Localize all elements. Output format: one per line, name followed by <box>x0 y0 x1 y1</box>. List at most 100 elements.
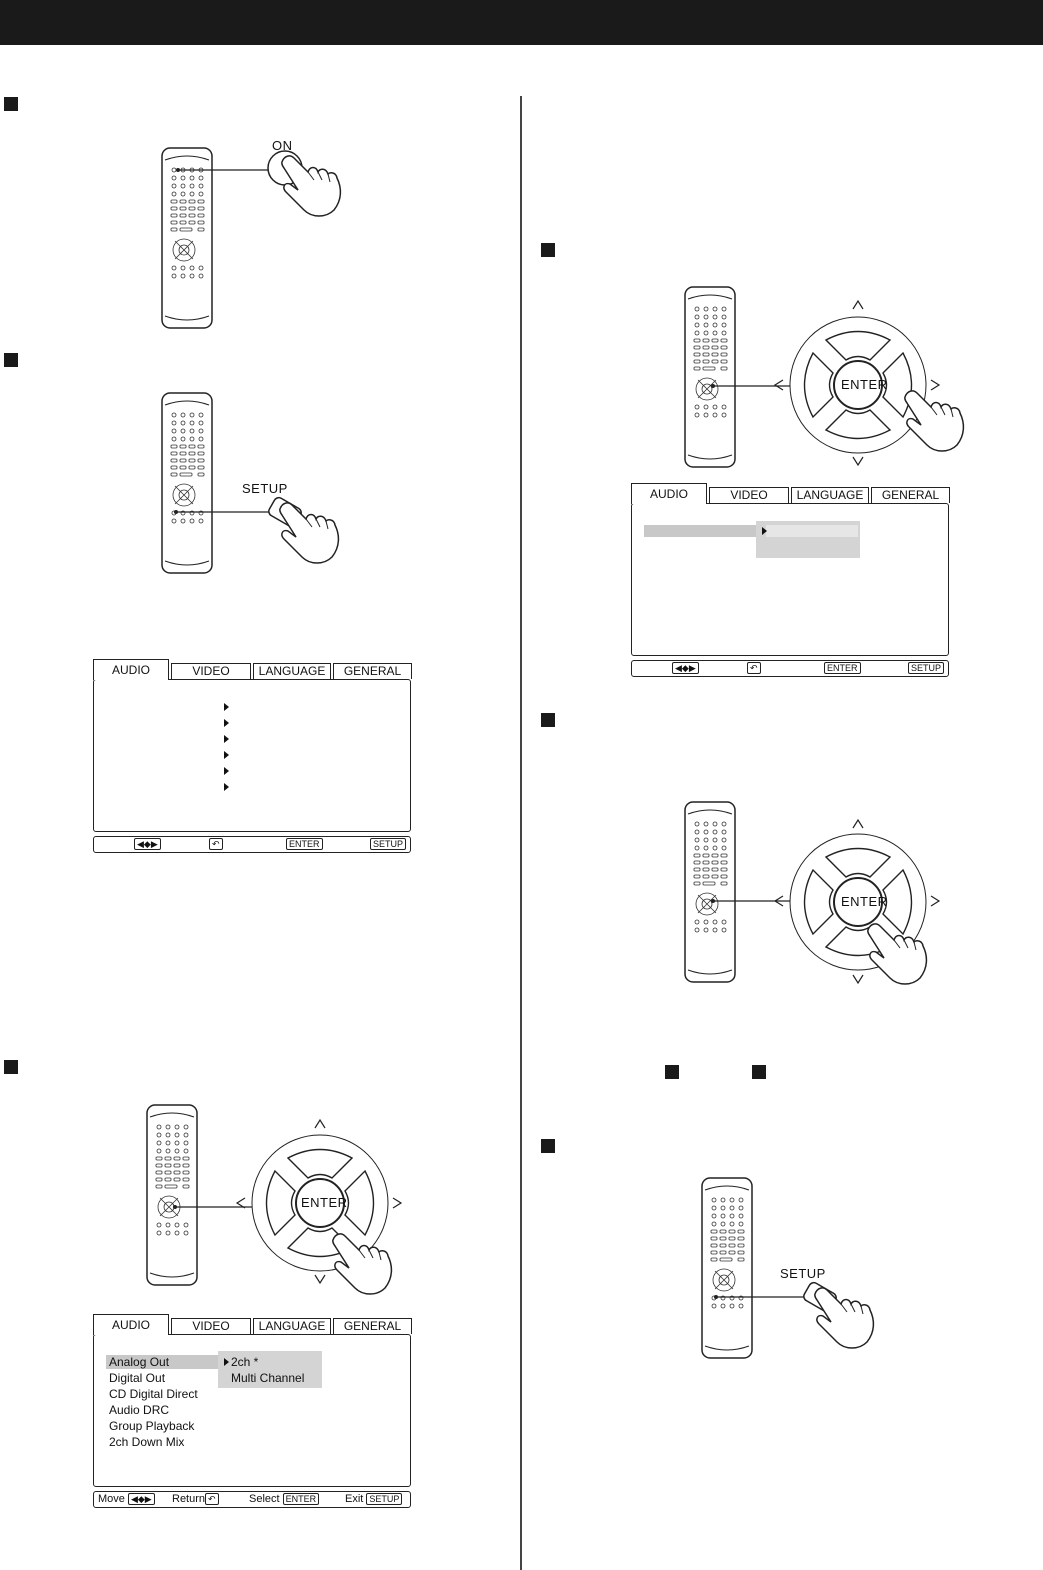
arrow-icon <box>224 703 229 711</box>
step-marker-8 <box>541 1139 555 1153</box>
menu-panel: Analog Out Digital Out CD Digital Direct… <box>93 1334 411 1487</box>
tab-general[interactable]: GENERAL <box>871 487 950 503</box>
right-arrow-icon <box>392 1197 403 1209</box>
header-bar <box>0 0 1043 45</box>
step-marker-5 <box>541 243 555 257</box>
setup-menu-screen-3: AUDIO VIDEO LANGUAGE GENERAL ◀◆▶ ↶ ENTER… <box>631 483 950 679</box>
down-arrow-icon <box>852 974 864 985</box>
submenu-analog-out <box>218 1351 322 1388</box>
step-marker-6 <box>541 713 555 727</box>
move-arrows-icon: ◀◆▶ <box>127 1493 155 1506</box>
footer-return: Return↶ <box>172 1492 219 1507</box>
remote-control-icon <box>684 801 736 983</box>
option-multi-channel[interactable]: Multi Channel <box>231 1371 305 1385</box>
inline-marker-a <box>665 1065 679 1079</box>
remote-control-icon <box>701 1177 753 1359</box>
arrow-icon <box>224 751 229 759</box>
up-arrow-icon <box>314 1118 326 1129</box>
step-marker-2 <box>4 353 18 367</box>
right-arrow-icon <box>930 379 941 391</box>
arrow-icon <box>762 527 767 535</box>
enter-key-icon: ENTER <box>824 661 861 676</box>
inline-marker-b <box>752 1065 766 1079</box>
menu-footer: ◀◆▶ ↶ ENTER SETUP <box>631 660 949 677</box>
arrow-icon <box>224 1358 229 1366</box>
setup-menu-screen-2: AUDIO VIDEO LANGUAGE GENERAL Analog Out … <box>93 1314 412 1510</box>
tab-general[interactable]: GENERAL <box>333 663 412 679</box>
menu-item-2ch-down-mix[interactable]: 2ch Down Mix <box>109 1435 185 1449</box>
return-icon: ↶ <box>209 837 223 852</box>
step-marker-1 <box>4 97 18 111</box>
menu-footer: Move ◀◆▶ Return↶ Select ENTER Exit SETUP <box>93 1491 411 1508</box>
remote-control-icon <box>161 147 213 329</box>
enter-label: ENTER <box>301 1195 348 1210</box>
menu-item-group-playback[interactable]: Group Playback <box>109 1419 195 1433</box>
arrow-icon <box>224 735 229 743</box>
remote-on-figure: ON <box>161 138 342 329</box>
footer-exit: Exit SETUP <box>345 1492 403 1507</box>
footer-move-label: Move <box>98 1493 125 1505</box>
down-arrow-icon <box>852 456 864 467</box>
left-arrow-icon <box>235 1197 246 1209</box>
remote-dpad-down-figure-2: ENTER <box>684 801 941 985</box>
remote-dpad-right-figure: ENTER <box>684 286 965 468</box>
hand-icon <box>814 1287 875 1349</box>
setup-key-icon: SETUP <box>370 837 407 852</box>
remote-dpad-down-figure: ENTER <box>146 1104 403 1295</box>
footer-exit-label: Exit <box>345 1493 364 1505</box>
enter-key-icon: ENTER <box>286 837 323 852</box>
option-2ch[interactable]: 2ch * <box>231 1355 259 1369</box>
menu-item-digital-out[interactable]: Digital Out <box>109 1371 166 1385</box>
menu-item-analog-out[interactable]: Analog Out <box>106 1355 219 1369</box>
menu-item-audio-drc[interactable]: Audio DRC <box>109 1403 170 1417</box>
step-marker-4 <box>4 1060 18 1074</box>
remote-control-icon <box>161 392 213 574</box>
enter-label: ENTER <box>841 377 888 392</box>
remote-setup-figure: SETUP <box>161 392 340 574</box>
column-divider <box>520 96 522 1570</box>
setup-menu-screen-1: AUDIO VIDEO LANGUAGE GENERAL ◀◆▶ ↶ ENTER… <box>93 659 412 855</box>
tab-language[interactable]: LANGUAGE <box>791 487 869 503</box>
footer-return-label: Return <box>172 1493 206 1505</box>
submenu-highlight <box>766 525 858 537</box>
setup-key-icon: SETUP <box>366 1493 403 1506</box>
tab-language[interactable]: LANGUAGE <box>253 1318 331 1334</box>
tab-audio[interactable]: AUDIO <box>93 1314 169 1335</box>
move-arrows-icon: ◀◆▶ <box>672 661 699 676</box>
tab-general[interactable]: GENERAL <box>333 1318 412 1334</box>
tab-audio[interactable]: AUDIO <box>631 483 707 504</box>
up-arrow-icon <box>852 299 864 310</box>
enter-key-icon: ENTER <box>282 1493 320 1506</box>
return-icon: ↶ <box>205 1493 219 1506</box>
setup-label: SETUP <box>242 481 288 496</box>
tab-audio[interactable]: AUDIO <box>93 659 169 680</box>
hand-icon <box>904 390 965 452</box>
setup-label: SETUP <box>780 1266 826 1281</box>
tab-video[interactable]: VIDEO <box>709 487 789 503</box>
arrow-icon <box>224 767 229 775</box>
tab-video[interactable]: VIDEO <box>171 1318 251 1334</box>
footer-move: Move ◀◆▶ <box>98 1492 155 1507</box>
footer-select: Select ENTER <box>249 1492 320 1507</box>
remote-setup-figure-2: SETUP <box>701 1177 875 1359</box>
menu-panel <box>631 503 949 656</box>
menu-panel <box>93 679 411 832</box>
left-arrow-icon <box>773 895 784 907</box>
hand-icon <box>281 155 342 217</box>
remote-control-icon <box>684 286 736 468</box>
menu-item-cd-digital-direct[interactable]: CD Digital Direct <box>109 1387 198 1401</box>
menu-footer: ◀◆▶ ↶ ENTER SETUP <box>93 836 411 853</box>
enter-label: ENTER <box>841 894 888 909</box>
return-icon: ↶ <box>747 661 761 676</box>
down-arrow-icon <box>314 1274 326 1285</box>
on-label: ON <box>272 138 293 153</box>
highlight-bar <box>644 525 757 537</box>
tab-language[interactable]: LANGUAGE <box>253 663 331 679</box>
remote-control-icon <box>146 1104 198 1286</box>
move-arrows-icon: ◀◆▶ <box>134 837 161 852</box>
arrow-icon <box>224 783 229 791</box>
tab-video[interactable]: VIDEO <box>171 663 251 679</box>
setup-key-icon: SETUP <box>908 661 945 676</box>
up-arrow-icon <box>852 818 864 829</box>
hand-icon <box>279 502 340 564</box>
